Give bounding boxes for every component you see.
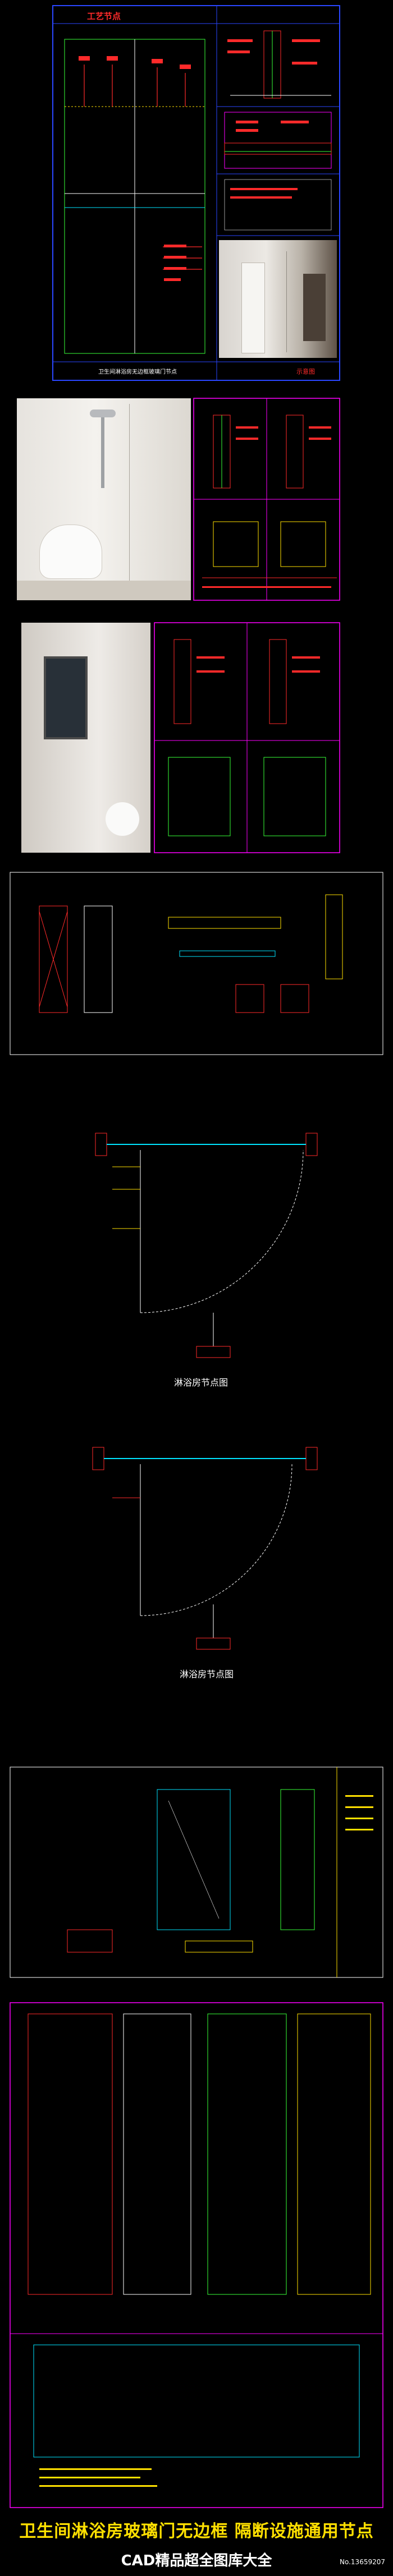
section-3-window-detail — [0, 617, 393, 858]
section-5-shower-node: 淋浴房节点图 — [0, 1122, 393, 1414]
section-6-shower-node: 淋浴房节点图 — [0, 1436, 393, 1705]
cad-drawing-1: 工艺节点 卫生间淋浴房无边框玻璃门节点 示意图 — [52, 5, 340, 381]
shower-photo-1 — [219, 240, 337, 358]
window-photo — [21, 623, 150, 853]
cad-drawing-5: 淋浴房节点图 — [95, 1133, 318, 1388]
footer-code: No.13659207 — [340, 2558, 385, 2566]
section-6-caption: 淋浴房节点图 — [180, 1669, 234, 1680]
section-8-full-sheet — [0, 1997, 393, 2513]
footer-title: 卫生间淋浴房玻璃门无边框 隔断设施通用节点 — [19, 2522, 374, 2541]
section-5-caption: 淋浴房节点图 — [174, 1377, 228, 1388]
section-7-elevations — [0, 1761, 393, 1980]
cad-drawing-3 — [154, 622, 340, 853]
section-4-plan-drawing — [0, 867, 393, 1057]
section-1-process-node: 工艺节点 卫生间淋浴房无边框玻璃门节点 示意图 — [0, 0, 393, 387]
section-1-caption-left: 卫生间淋浴房无边框玻璃门节点 — [98, 368, 177, 375]
cad-drawing-7 — [10, 1767, 383, 1978]
section-1-title: 工艺节点 — [87, 11, 121, 21]
footer-subtitle: CAD精品超全图库大全 — [121, 2552, 272, 2569]
cad-drawing-6: 淋浴房节点图 — [92, 1447, 318, 1680]
section-2-shower-detail — [0, 393, 393, 606]
shower-photo-2 — [17, 398, 191, 600]
cad-drawing-4 — [10, 872, 383, 1055]
section-1-caption-right: 示意图 — [296, 367, 315, 375]
cad-drawing-2 — [193, 398, 340, 601]
footer-subtitle-bar: CAD精品超全图库大全 No.13659207 — [0, 2547, 393, 2569]
cad-drawing-8 — [10, 2002, 383, 2508]
